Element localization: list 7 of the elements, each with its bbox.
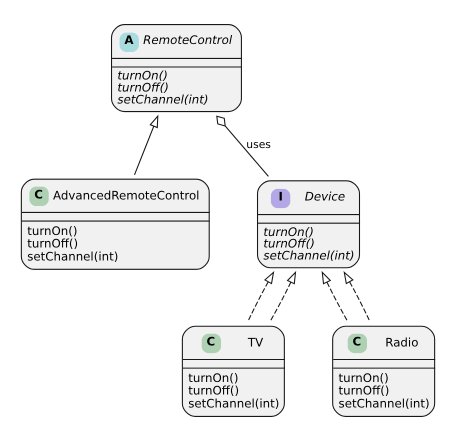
arrow <box>134 114 158 176</box>
arrow <box>247 270 274 322</box>
arrow <box>344 270 370 322</box>
arrow <box>322 270 348 322</box>
edge-label: uses <box>246 138 271 152</box>
connector <box>216 115 269 177</box>
arrow <box>270 270 296 322</box>
